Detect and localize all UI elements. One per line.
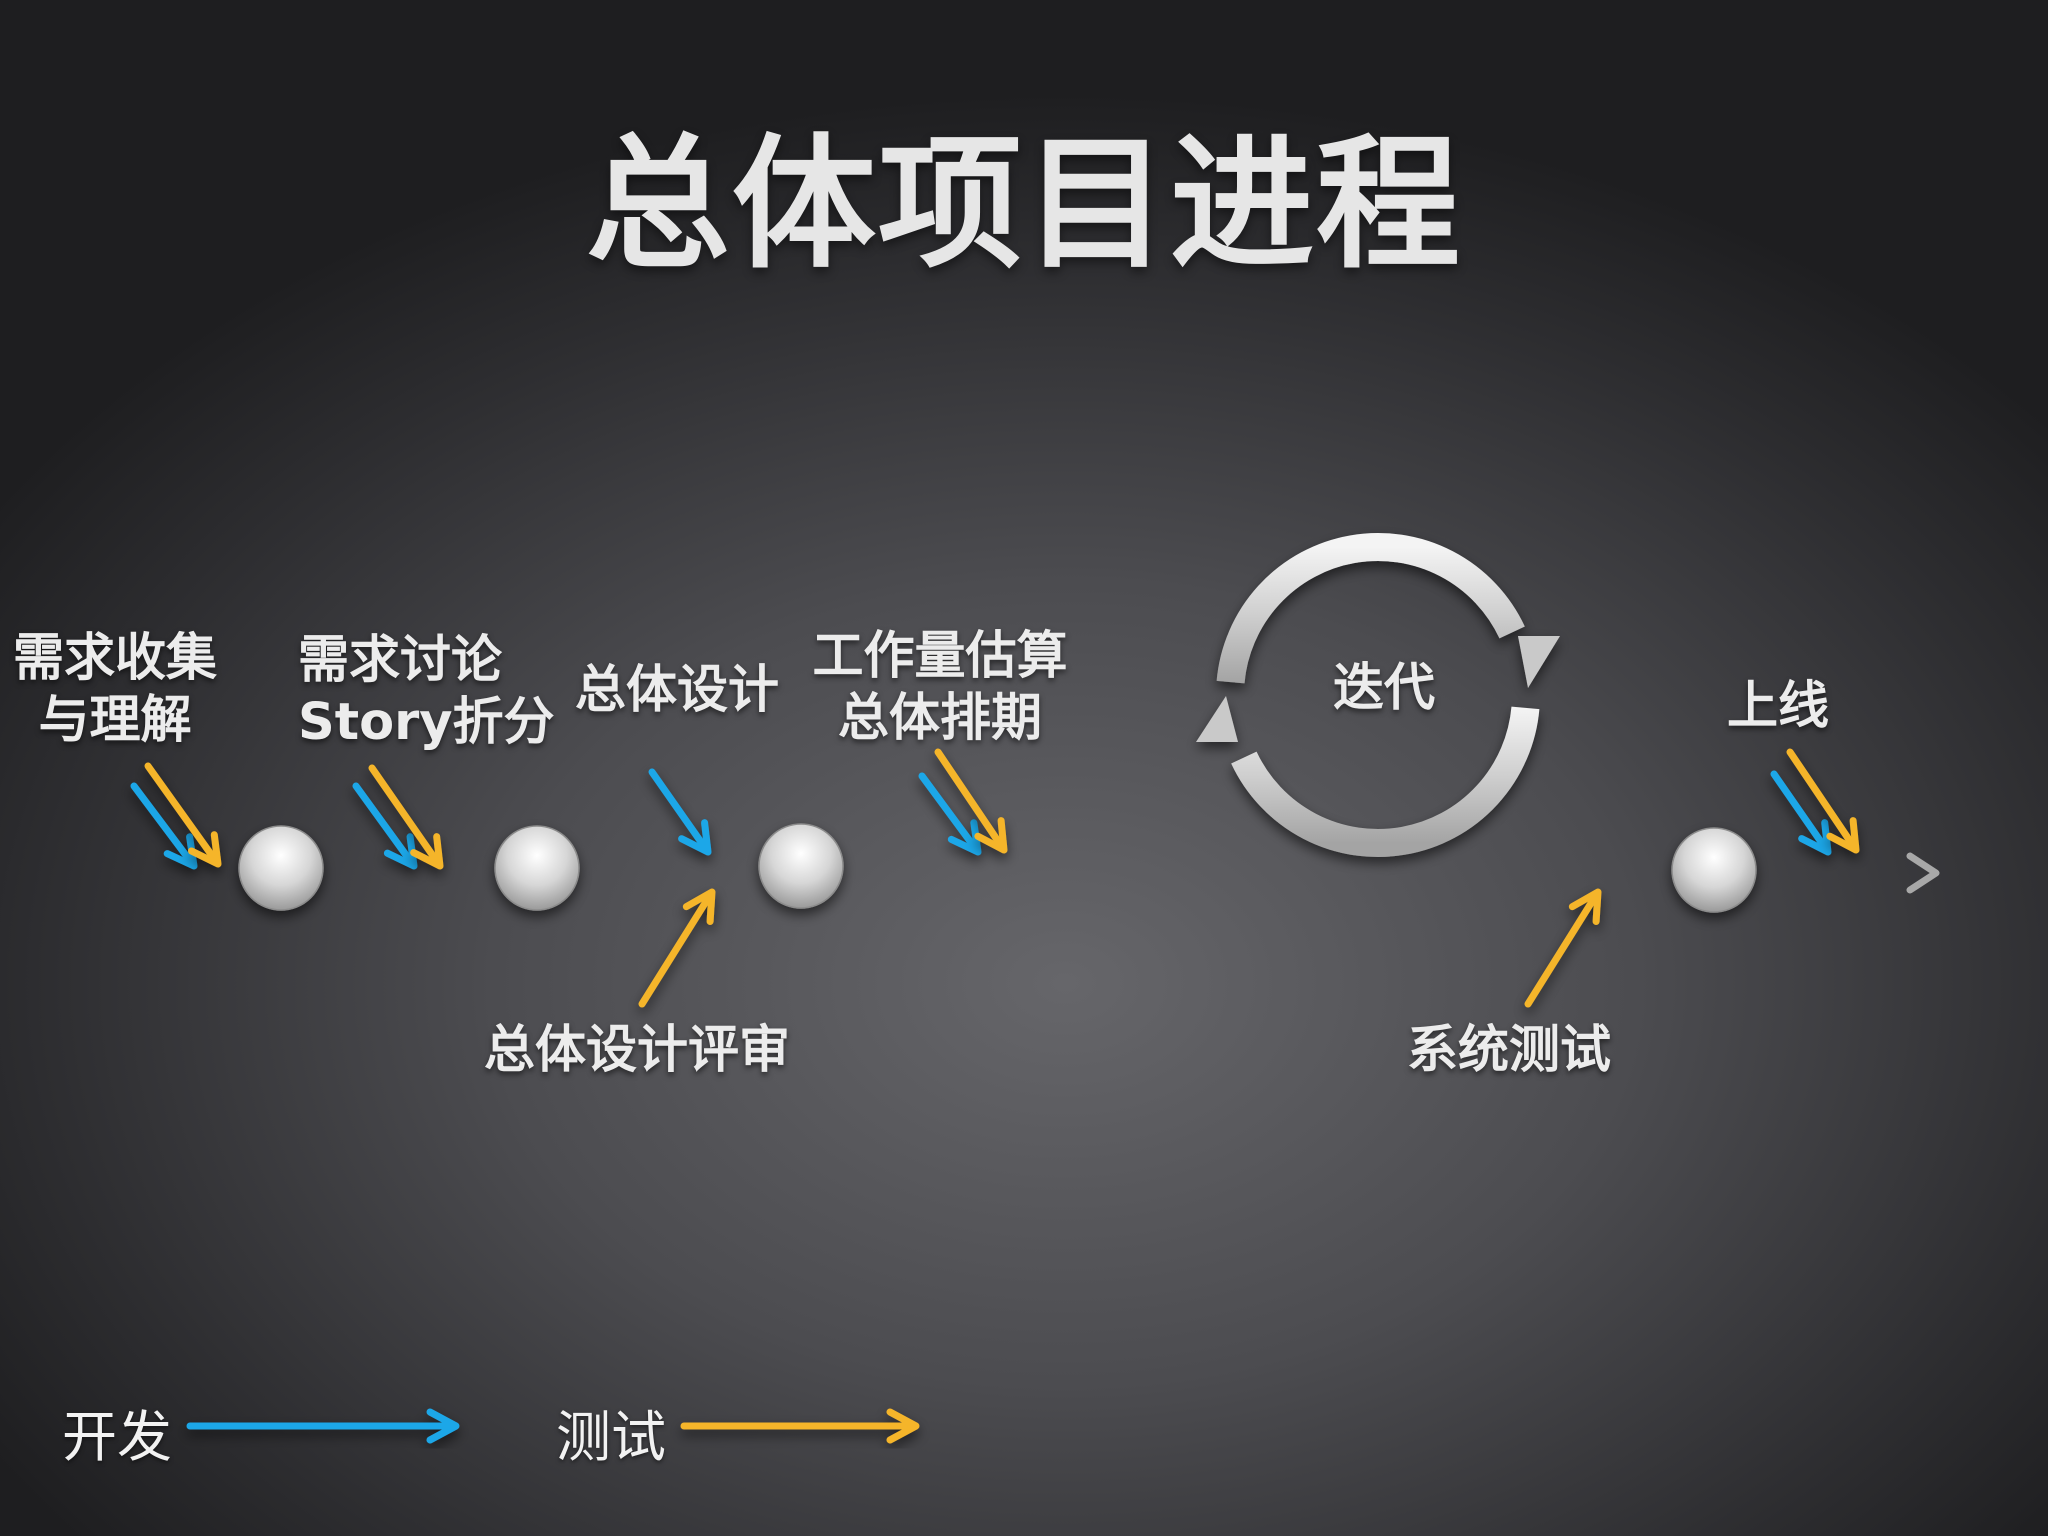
dev-arrow	[1770, 770, 1832, 856]
milestone-node	[1671, 827, 1757, 913]
test-arrow	[368, 764, 444, 870]
milestone-node	[238, 825, 324, 911]
test-arrow	[1524, 888, 1602, 1008]
milestone-label-go-live: 上线	[1726, 677, 1829, 736]
legend-dev-arrow	[186, 1408, 460, 1444]
milestone-label-estimation: 工作量估算 总体排期	[812, 627, 1068, 749]
test-arrow	[638, 888, 716, 1008]
dev-arrow	[648, 768, 712, 856]
timeline-arrowhead	[1906, 852, 1940, 894]
legend-label-test: 测试	[556, 1405, 667, 1469]
test-arrow	[144, 762, 222, 868]
event-label-design-review: 总体设计评审	[483, 1021, 790, 1080]
milestone-node	[494, 825, 580, 911]
event-label-system-test: 系统测试	[1406, 1021, 1611, 1080]
legend-test-arrow	[680, 1408, 920, 1444]
test-arrow	[1786, 748, 1860, 854]
milestone-label-requirements-collection: 需求收集 与理解	[12, 629, 217, 751]
slide-title: 总体项目进程	[585, 120, 1462, 288]
dev-arrow	[130, 782, 198, 870]
iteration-label: 迭代	[1332, 659, 1435, 718]
test-arrow	[934, 748, 1008, 854]
milestone-node	[758, 823, 844, 909]
dev-arrow	[352, 782, 418, 870]
legend-label-dev: 开发	[62, 1405, 173, 1469]
dev-arrow	[918, 772, 982, 856]
refresh-cycle-icon	[1196, 533, 1560, 857]
milestone-label-overall-design: 总体设计	[574, 661, 779, 720]
milestone-label-requirements-discussion: 需求讨论 Story折分	[298, 631, 555, 753]
